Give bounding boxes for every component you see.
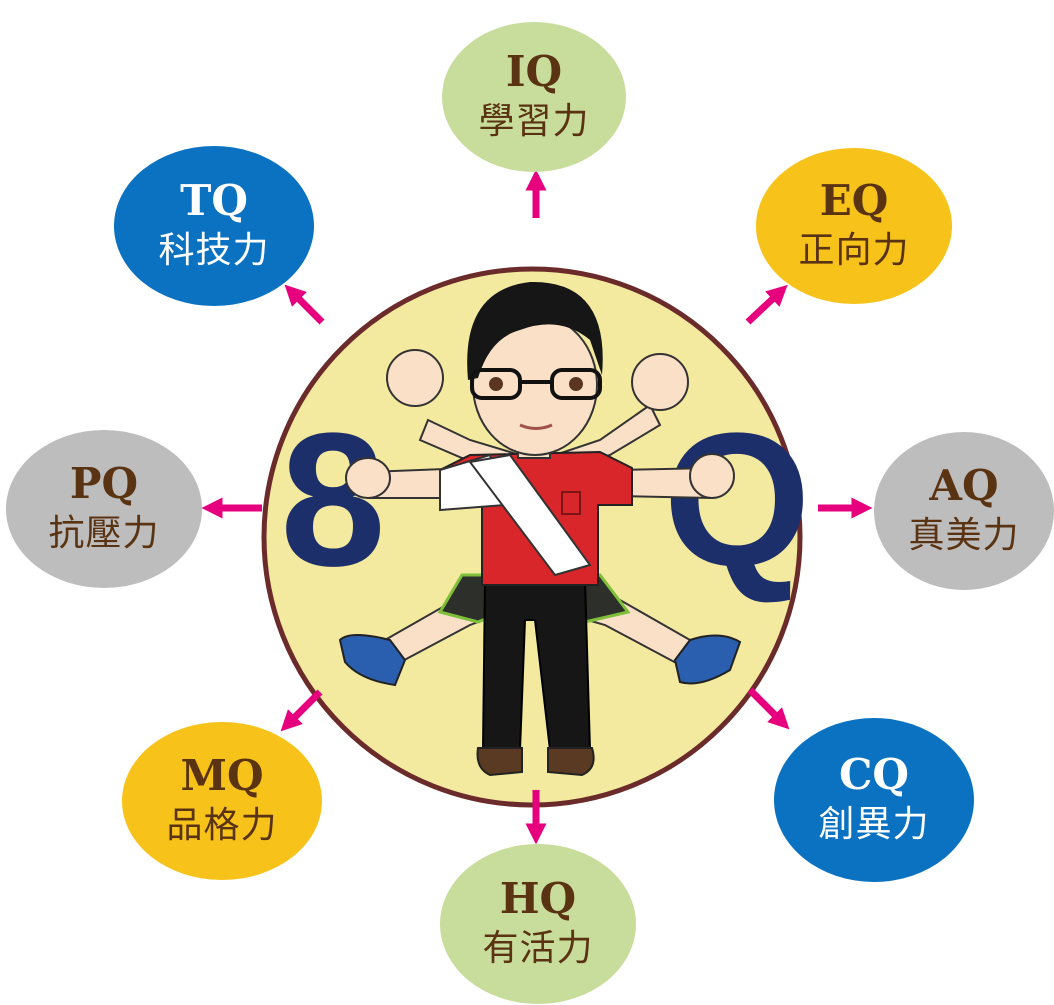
node-pq-label: 抗壓力: [48, 512, 160, 554]
right-shoe-icon: [673, 634, 742, 685]
shirt-pocket-icon: [561, 491, 581, 515]
node-iq-code: IQ: [505, 46, 563, 96]
node-hq-label: 有活力: [482, 927, 594, 969]
left-shoe-icon: [338, 634, 407, 687]
center-digit: 8: [280, 394, 386, 606]
node-aq-code: AQ: [929, 460, 999, 510]
node-eq-label: 正向力: [798, 229, 910, 271]
node-cq-code: CQ: [838, 749, 909, 799]
arrow-to-cq: [747, 687, 790, 730]
node-mq-code: MQ: [180, 750, 264, 800]
node-iq-label: 學習力: [478, 100, 590, 142]
node-aq-label: 真美力: [908, 514, 1020, 556]
left-fist-icon: [345, 457, 391, 499]
right-fist-icon: [689, 453, 735, 499]
left-raised-hand-icon: [386, 349, 444, 407]
node-hq-code: HQ: [499, 873, 577, 923]
sash-icon: [468, 453, 592, 577]
node-cq-label: 創異力: [818, 803, 930, 845]
left-standing-shoe-icon: [476, 747, 523, 777]
cartoon-boy-figure: [338, 281, 742, 777]
node-pq-code: PQ: [69, 458, 139, 508]
node-tq-code: TQ: [180, 175, 248, 225]
arrow-to-mq: [280, 689, 323, 732]
hair-icon: [467, 281, 603, 380]
node-eq-code: EQ: [819, 175, 889, 225]
left-eye-icon: [489, 377, 503, 391]
node-tq-label: 科技力: [158, 229, 270, 271]
right-standing-shoe-icon: [547, 747, 595, 777]
arrow-to-tq: [284, 284, 325, 325]
right-eye-icon: [569, 377, 583, 391]
center-letter: Q: [663, 394, 811, 606]
right-raised-hand-icon: [631, 353, 689, 411]
mouth-icon: [519, 423, 553, 430]
arrow-to-eq: [745, 284, 788, 325]
node-mq-label: 品格力: [166, 804, 278, 846]
